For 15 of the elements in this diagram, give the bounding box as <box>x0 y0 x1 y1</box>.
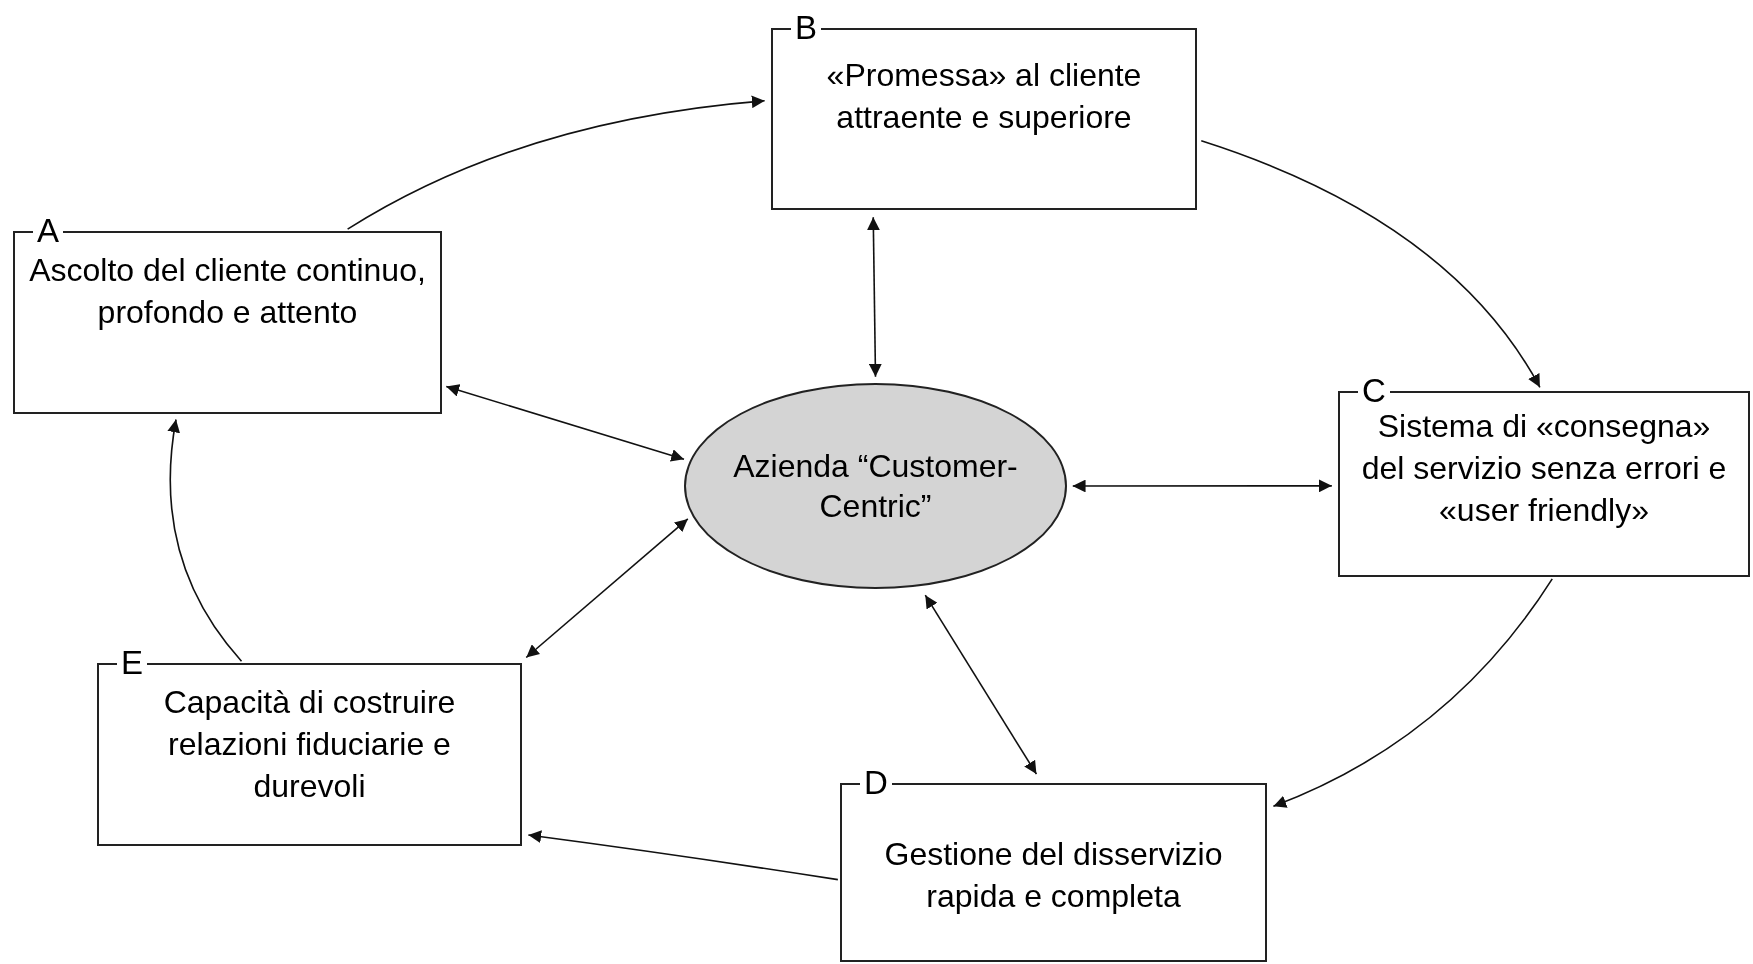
node-text: «Promessa» al cliente attraente e superiore <box>825 56 1143 137</box>
arrow <box>1200 140 1541 389</box>
node-text: Capacità di costruire relazioni fiduciarie e durevoli <box>162 683 457 806</box>
arrow <box>445 384 685 462</box>
arrow <box>167 418 243 662</box>
arrow <box>867 216 882 378</box>
arrow <box>525 518 689 659</box>
arrow <box>1272 578 1554 808</box>
node-text: Gestione del disservizio rapida e completa <box>883 835 1224 916</box>
arrow <box>346 95 766 230</box>
arrow <box>924 594 1038 775</box>
node-text: Azienda “Customer-Centric” <box>732 447 1019 526</box>
arrow <box>527 830 839 881</box>
node-text: Ascolto del cliente continuo, profondo e attento <box>28 251 427 332</box>
arrow <box>1071 479 1333 493</box>
